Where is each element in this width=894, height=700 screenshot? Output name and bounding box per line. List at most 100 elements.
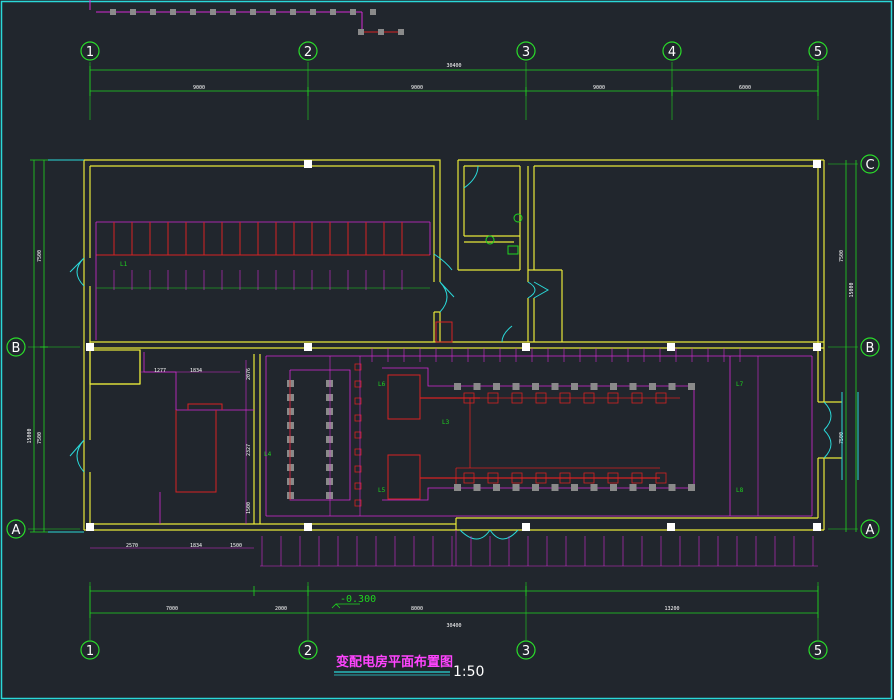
left-span-2: 7500	[37, 432, 43, 444]
floor-level-label: -0.300	[340, 594, 376, 605]
switchgear-node	[571, 484, 578, 491]
top-span-2: 9000	[411, 85, 423, 91]
axis-label-left-a: A	[12, 523, 21, 538]
svg-text:L6: L6	[378, 381, 386, 388]
breaker-box	[655, 392, 667, 404]
panel-node	[326, 464, 333, 471]
panel-box	[354, 363, 362, 371]
left-span-1: 7500	[37, 250, 43, 262]
breaker-box	[583, 392, 595, 404]
panel-box	[354, 499, 362, 507]
panel-node	[326, 450, 333, 457]
switchgear-node	[493, 484, 500, 491]
switchgear-node	[532, 383, 539, 390]
cabinet-node	[398, 29, 404, 35]
cabinet-node	[350, 9, 356, 15]
svg-text:2570: 2570	[126, 543, 138, 549]
svg-text:1277: 1277	[154, 368, 166, 374]
top-dimension-chain: 30400 9000 9000 9000 6000	[89, 63, 819, 96]
cabinet-node	[370, 9, 376, 15]
cabinet-node	[378, 29, 384, 35]
switchgear-node	[590, 484, 598, 491]
breaker-box	[631, 392, 643, 404]
svg-text:2076: 2076	[246, 368, 252, 380]
cabinet-node	[250, 9, 256, 15]
switchgear-node	[454, 383, 461, 390]
bottom-span-1: 7000	[166, 606, 178, 612]
panel-box	[354, 397, 362, 405]
switchgear-node	[668, 383, 676, 390]
cabinet-node	[110, 9, 116, 15]
panel-node	[287, 436, 294, 443]
bottom-span-2: 2000	[275, 606, 287, 612]
bottom-total-dimension: 30400	[446, 623, 461, 629]
drawing-title-block: 变配电房平面布置图 1:50	[334, 654, 484, 680]
axis-label-bottom-3: 3	[522, 644, 530, 659]
door-swings	[48, 159, 859, 540]
svg-text:L4: L4	[264, 451, 272, 458]
breaker-box	[463, 392, 475, 404]
switchgear-node	[512, 383, 520, 390]
breaker-box	[607, 472, 619, 484]
panel-box	[354, 414, 362, 422]
switchgear-node	[571, 383, 578, 390]
drawing-title: 变配电房平面布置图	[336, 654, 453, 670]
svg-text:L3: L3	[442, 419, 450, 426]
panel-node	[326, 436, 333, 443]
cabinet-node	[330, 9, 336, 15]
switchgear-node	[629, 383, 637, 390]
switchgear-node	[473, 383, 481, 390]
axis-label-top-2: 2	[304, 45, 312, 60]
switchgear-node	[551, 383, 559, 390]
switchgear-node	[610, 484, 617, 491]
axis-label-bottom-2: 2	[304, 644, 312, 659]
switchgear-node	[610, 383, 617, 390]
panel-box	[354, 448, 362, 456]
axis-label-top-4: 4	[668, 45, 676, 60]
panel-node	[326, 380, 333, 387]
bottom-dimension-chain: 7000 2000 8000 13200 30400	[89, 586, 819, 629]
right-span-1: 7500	[839, 250, 845, 262]
axis-label-left-b: B	[12, 341, 21, 356]
upper-cabinet-row: L1	[95, 221, 431, 340]
switchgear-node	[473, 484, 481, 491]
axis-label-right-c: C	[865, 158, 874, 173]
breaker-box	[487, 472, 499, 484]
panel-node	[326, 394, 333, 401]
lower-dimension-row: 2570 1834 1500	[90, 530, 818, 567]
panel-node	[287, 422, 294, 429]
building-walls	[83, 159, 842, 531]
axis-extension-lines	[28, 62, 858, 640]
switchgear-node	[454, 484, 461, 491]
panel-box	[354, 482, 362, 490]
top-total-dimension: 30400	[446, 63, 461, 69]
axis-label-top-3: 3	[522, 45, 530, 60]
svg-text:2327: 2327	[246, 444, 252, 456]
structural-columns	[86, 160, 821, 531]
axis-label-right-b: B	[866, 341, 875, 356]
cabinet-node	[170, 9, 176, 15]
panel-box	[354, 431, 362, 439]
panel-node	[326, 492, 333, 499]
panel-node	[287, 450, 294, 457]
svg-text:L8: L8	[736, 487, 744, 494]
panel-node	[287, 394, 294, 401]
bottom-span-3: 8000	[411, 606, 423, 612]
switchgear-node	[649, 484, 656, 491]
switchgear-node	[512, 484, 520, 491]
cabinet-node	[230, 9, 236, 15]
breaker-box	[583, 472, 595, 484]
drawing-scale: 1:50	[453, 664, 484, 680]
switchgear-node	[688, 484, 695, 491]
switchgear-node	[629, 484, 637, 491]
breaker-box	[535, 392, 547, 404]
axis-label-top-1: 1	[86, 45, 94, 60]
panel-node	[287, 492, 294, 499]
switchgear-island: L6 L5 L3 L4 L7 L8	[264, 356, 759, 516]
svg-text:L7: L7	[736, 381, 744, 388]
cabinet-node	[310, 9, 316, 15]
breaker-box	[463, 472, 475, 484]
upper-cabinet-tag: L1	[120, 261, 128, 268]
